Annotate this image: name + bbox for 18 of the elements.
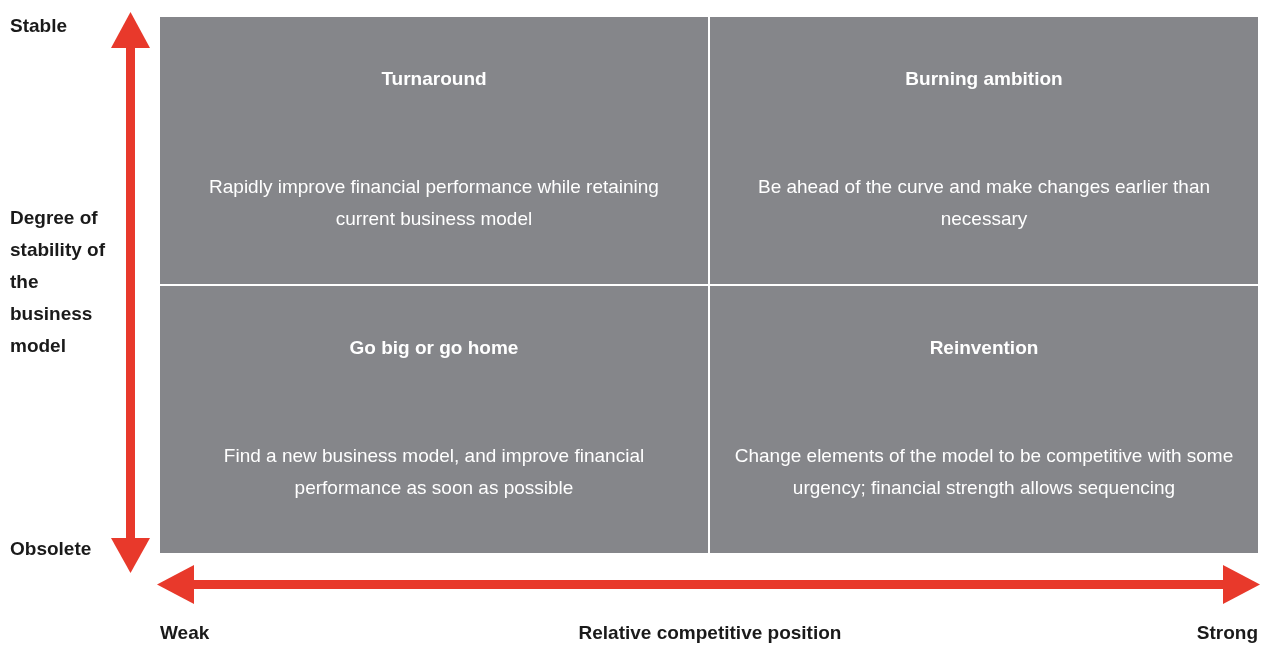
quadrant-box [160,17,708,284]
quadrant-heading: Reinvention [929,336,1039,360]
quadrant-box [160,286,708,553]
quadrant-box [710,286,1258,553]
axis-label: Relative competitive position [577,621,843,645]
quadrant-heading: Turnaround [381,67,487,91]
quadrant-heading: Burning ambition [905,67,1063,91]
quadrant-description: Be ahead of the curve and make changes earlier than necessary [756,175,1212,231]
axis-label: Strong [1195,621,1258,645]
axis-label: Stable [10,14,68,38]
axis-label: Obsolete [10,537,92,561]
axis-label: Degree of stability of the business model [10,206,106,358]
quadrant-description: Find a new business model, and improve financial performance as soon as possible [222,444,646,500]
quadrant-description: Rapidly improve financial performance while retaining current business model [208,175,660,231]
quadrant-box [710,17,1258,284]
quadrant-heading: Go big or go home [349,336,519,360]
axis-label: Weak [160,621,210,645]
quadrant-description: Change elements of the model to be competitive with some urgency; financial strength allows sequencing [734,444,1234,500]
